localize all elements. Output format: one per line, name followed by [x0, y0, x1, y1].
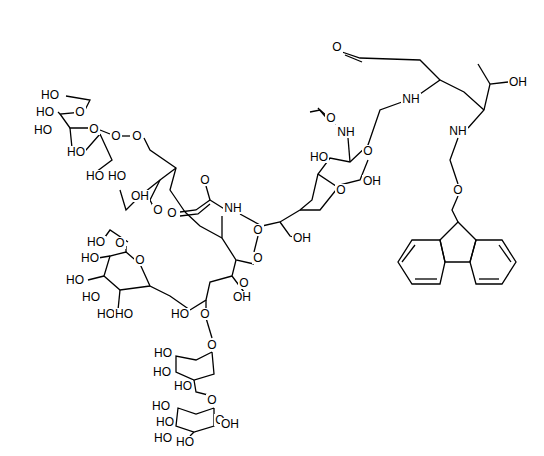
atom-label: HO [86, 236, 106, 248]
bond [300, 190, 336, 210]
bond [478, 64, 490, 84]
atom-label: HO [114, 308, 134, 320]
atom-label: HO [96, 308, 116, 320]
atom-label: O [206, 394, 217, 406]
atom-label: O [152, 204, 163, 216]
bond [118, 290, 120, 310]
atom-label: O [362, 145, 373, 157]
atom-label: O [252, 224, 263, 236]
bond [345, 55, 362, 62]
bond [120, 168, 176, 210]
atom-label: OH [362, 175, 382, 187]
bond [452, 196, 458, 222]
bond [398, 240, 445, 284]
atom-label: NH [401, 93, 420, 105]
atom-label: HO [173, 380, 193, 392]
bond [88, 276, 104, 280]
atom-label: HO [309, 151, 329, 163]
atom-label: O [199, 308, 210, 320]
atom-label: OH [292, 232, 312, 244]
bond [342, 52, 440, 80]
atom-label: OH [508, 76, 528, 88]
bond [206, 186, 210, 200]
atom-label: O [131, 130, 142, 142]
atom-label: HO [66, 146, 86, 158]
bond [420, 80, 484, 110]
atom-label: HO [33, 124, 53, 136]
atom-label: OH [232, 291, 252, 303]
atom-label: HO [152, 366, 172, 378]
atom-label: O [206, 339, 217, 351]
bond [140, 264, 190, 310]
atom-label: HO [35, 106, 55, 118]
bond [185, 212, 222, 238]
bond [60, 96, 90, 128]
atom-label: HO [151, 400, 171, 412]
bond [300, 174, 318, 210]
atom-label: O [166, 207, 177, 219]
atom-label: O [199, 174, 210, 186]
bond [450, 138, 458, 184]
bond [310, 110, 336, 124]
bond [440, 222, 476, 262]
atom-label: HO [81, 291, 101, 303]
bond [144, 138, 185, 212]
bond [415, 278, 437, 279]
bond [402, 245, 415, 262]
atom-label: O [114, 237, 125, 249]
atom-label: O [110, 130, 121, 142]
atom-label: OH [130, 190, 150, 202]
bond [58, 112, 60, 114]
bond [176, 408, 214, 432]
atom-label: HO [65, 274, 85, 286]
atom-label: HO [170, 308, 190, 320]
bond [254, 236, 258, 252]
atom-label: O [335, 184, 346, 196]
bond [368, 102, 402, 145]
atom-label: O [252, 252, 263, 264]
atom-label: O [134, 254, 145, 266]
bond [499, 245, 511, 262]
atom-label: HO [80, 252, 100, 264]
atom-label: O [74, 106, 85, 118]
atom-label: O [452, 184, 463, 196]
bond [180, 204, 210, 216]
atom-label: O [331, 41, 342, 53]
atom-label: O [238, 277, 249, 289]
atom-label: HO [107, 170, 127, 182]
atom-label: NH [336, 126, 355, 138]
bond [468, 82, 508, 128]
bond [176, 352, 214, 380]
atom-label: HO [40, 89, 60, 101]
atom-label: HO [153, 432, 173, 444]
bond [470, 240, 516, 284]
bond [206, 318, 212, 338]
atom-label: HO [155, 416, 175, 428]
bond [348, 138, 350, 162]
atom-label: O [325, 112, 336, 124]
atom-label: NH [448, 125, 467, 137]
bond [122, 135, 130, 136]
atom-label: HO [175, 436, 195, 448]
atom-label: HO [153, 347, 173, 359]
bond [479, 278, 499, 279]
bond [190, 276, 232, 310]
atom-label: HO [85, 170, 105, 182]
atom-label: NH [223, 202, 242, 214]
bond [104, 252, 150, 290]
bond [222, 216, 254, 264]
bond [100, 130, 110, 134]
atom-label: O [88, 123, 99, 135]
atom-label: OH [220, 418, 240, 430]
